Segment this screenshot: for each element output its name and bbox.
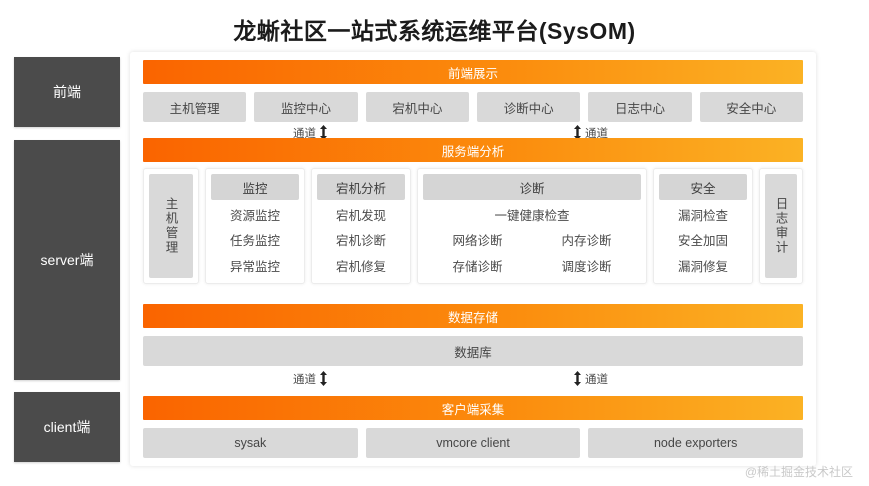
- server-diagnose-item-3[interactable]: 调度诊断: [561, 260, 612, 275]
- server-monitor-item-2[interactable]: 异常监控: [229, 259, 280, 274]
- channel-row-bottom: 通道 通道: [143, 370, 803, 388]
- sidebar-item-frontend: 前端: [14, 57, 120, 127]
- server-card-crash: 宕机分析 宕机发现 宕机诊断 宕机修复: [311, 168, 411, 284]
- server-monitor-header: 监控: [211, 174, 299, 200]
- page-title: 龙蜥社区一站式系统运维平台(SysOM): [233, 18, 636, 44]
- frontend-module-diagnose[interactable]: 诊断中心: [476, 92, 581, 122]
- server-diagnose-item-0[interactable]: 网络诊断: [452, 233, 503, 248]
- server-diagnose-header: 诊断: [423, 174, 641, 200]
- storage-band-label: 数据存储: [447, 310, 498, 325]
- storage-database-label: 数据库: [454, 345, 492, 360]
- server-crash-item-2[interactable]: 宕机修复: [335, 259, 386, 274]
- sidebar-item-client: client端: [14, 392, 120, 462]
- storage-band: 数据存储: [143, 304, 803, 328]
- frontend-module-crash-label: 宕机中心: [392, 101, 443, 116]
- storage-row: 数据库: [143, 336, 803, 366]
- channel-row-top: 通道 通道: [143, 124, 803, 142]
- channel-bottom-right: 通道: [573, 370, 608, 387]
- server-monitor-item-0[interactable]: 资源监控: [229, 209, 280, 224]
- double-arrow-icon: [574, 125, 581, 140]
- client-module-sysak-label: sysak: [234, 436, 267, 450]
- frontend-band-label: 前端展示: [447, 66, 498, 81]
- sidebar-label-client: client端: [43, 419, 91, 435]
- server-security-item-1[interactable]: 安全加固: [677, 234, 728, 249]
- server-security-header: 安全: [659, 174, 747, 200]
- frontend-module-diagnose-label: 诊断中心: [503, 101, 554, 116]
- server-card-host: 主机管理: [143, 168, 199, 284]
- server-crash-header: 宕机分析: [317, 174, 405, 200]
- sidebar-item-server: server端: [14, 140, 120, 380]
- server-host-label[interactable]: 主机管理: [149, 174, 193, 278]
- channel-top-right: 通道: [573, 124, 608, 141]
- server-diagnose-items: 网络诊断 内存诊断 存储诊断 调度诊断: [423, 227, 641, 278]
- sidebar-label-server: server端: [40, 252, 94, 268]
- server-card-diagnose: 诊断 一键健康检查 网络诊断 内存诊断 存储诊断 调度诊断: [417, 168, 647, 284]
- frontend-band: 前端展示: [143, 60, 803, 84]
- server-card-monitor: 监控 资源监控 任务监控 异常监控: [205, 168, 305, 284]
- frontend-module-security-label: 安全中心: [726, 101, 777, 116]
- server-crash-items: 宕机发现 宕机诊断 宕机修复: [317, 200, 405, 278]
- client-band-label: 客户端采集: [441, 402, 505, 417]
- channel-top-right-label: 通道: [585, 127, 608, 140]
- server-band: 服务端分析: [143, 138, 803, 162]
- double-arrow-icon: [574, 371, 581, 386]
- server-security-items: 漏洞检查 安全加固 漏洞修复: [659, 200, 747, 278]
- frontend-module-monitor[interactable]: 监控中心: [254, 92, 358, 122]
- client-modules-row: sysak vmcore client node exporters: [143, 428, 804, 458]
- server-diagnose-item-2[interactable]: 存储诊断: [452, 260, 503, 275]
- frontend-module-monitor-label: 监控中心: [280, 101, 331, 116]
- frontend-module-log-label: 日志中心: [614, 101, 665, 116]
- client-module-vmcore-label: vmcore client: [436, 436, 510, 450]
- server-diagnose-health-check[interactable]: 一键健康检查: [494, 209, 570, 223]
- server-card-audit: 日志审计: [759, 168, 803, 284]
- storage-database[interactable]: 数据库: [143, 336, 803, 366]
- server-security-item-0[interactable]: 漏洞检查: [677, 209, 728, 224]
- channel-top-left: 通道: [293, 124, 328, 141]
- server-crash-item-1[interactable]: 宕机诊断: [335, 234, 386, 249]
- frontend-module-host[interactable]: 主机管理: [143, 92, 247, 122]
- channel-top-left-label: 通道: [293, 127, 316, 140]
- architecture-panel: 前端展示 主机管理 监控中心 宕机中心 诊断中心 日志中心 安全中心 通道 通道…: [130, 52, 816, 466]
- channel-bottom-left: 通道: [293, 370, 328, 387]
- watermark: @稀土掘金技术社区: [744, 465, 853, 479]
- frontend-module-crash[interactable]: 宕机中心: [365, 92, 469, 122]
- server-card-security: 安全 漏洞检查 安全加固 漏洞修复: [653, 168, 753, 284]
- client-module-vmcore[interactable]: vmcore client: [365, 428, 581, 458]
- frontend-module-security[interactable]: 安全中心: [699, 92, 803, 122]
- double-arrow-icon: [320, 125, 327, 140]
- server-columns: 主机管理 监控 资源监控 任务监控 异常监控 宕机分析 宕机发现 宕机诊断 宕机…: [143, 168, 803, 284]
- double-arrow-icon: [320, 371, 327, 386]
- server-monitor-item-1[interactable]: 任务监控: [229, 234, 280, 249]
- server-diagnose-item-1[interactable]: 内存诊断: [561, 233, 612, 248]
- channel-bottom-right-label: 通道: [585, 373, 608, 386]
- client-module-node-exporters[interactable]: node exporters: [588, 428, 804, 458]
- server-security-item-2[interactable]: 漏洞修复: [677, 259, 728, 274]
- server-monitor-items: 资源监控 任务监控 异常监控: [211, 200, 299, 278]
- server-band-label: 服务端分析: [441, 144, 505, 159]
- frontend-modules-row: 主机管理 监控中心 宕机中心 诊断中心 日志中心 安全中心: [143, 92, 803, 122]
- frontend-module-log[interactable]: 日志中心: [588, 92, 692, 122]
- frontend-module-host-label: 主机管理: [169, 101, 220, 116]
- client-module-node-exporters-label: node exporters: [653, 436, 738, 450]
- channel-bottom-left-label: 通道: [293, 373, 316, 386]
- server-audit-label[interactable]: 日志审计: [765, 174, 797, 278]
- sidebar-label-frontend: 前端: [53, 84, 81, 100]
- client-band: 客户端采集: [143, 396, 803, 420]
- client-module-sysak[interactable]: sysak: [143, 428, 358, 458]
- server-crash-item-0[interactable]: 宕机发现: [335, 209, 386, 224]
